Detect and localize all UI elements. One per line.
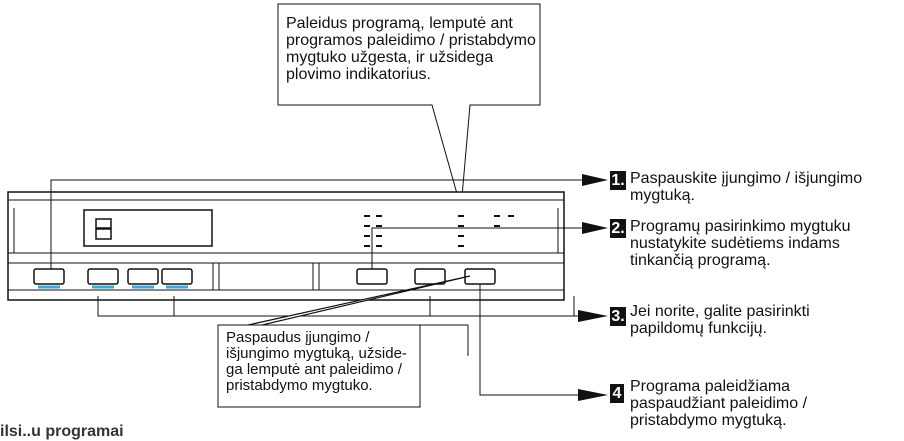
- step-1-line: mygtuką.: [630, 187, 695, 204]
- step-2-line: tinkančią programą.: [630, 252, 771, 269]
- leader-2: [371, 227, 582, 269]
- step-3-line: papildomų funkcijų.: [630, 320, 767, 337]
- top-note-line: plovimo indikatorius.: [286, 66, 431, 83]
- step-2-text: Programų pasirinkimo mygtuku nustatykite…: [630, 218, 851, 269]
- step-1-number: 1.: [610, 171, 626, 190]
- program-button: [356, 268, 388, 285]
- step-3-line: Jei norite, galite pasirinkti: [630, 303, 810, 320]
- leader-3: [97, 296, 578, 317]
- middle-note-line: pristabdymo mygtuko.: [226, 377, 373, 394]
- panel-buttons: [33, 268, 496, 285]
- step-4-line: paspaudžiant paleidimo /: [630, 395, 808, 412]
- top-note-line: mygtuko užgesta, ir užsidega: [286, 49, 494, 66]
- leader-1: [50, 179, 582, 269]
- top-callout-box: [277, 3, 541, 209]
- step-4-number: 4: [610, 384, 624, 403]
- middle-callout-frame: [217, 324, 421, 408]
- middle-note-line: Paspaudus įjungimo /: [226, 329, 370, 346]
- top-note-line: Paleidus programą, lemputė ant: [286, 15, 513, 32]
- middle-note-line: ga lemputė ant paleidimo /: [226, 361, 402, 378]
- step-2-line: nustatykite sudėtiems indams: [630, 235, 840, 252]
- top-note: Paleidus programą, lemputė ant programos…: [286, 15, 536, 83]
- middle-note: Paspaudus įjungimo / išjungimo mygtuką, …: [226, 330, 407, 394]
- leader-4: [479, 284, 578, 396]
- top-note-line: programos paleidimo / pristabdymo: [286, 32, 536, 49]
- option-button-3: [161, 268, 193, 285]
- step-4-line: pristabdymo mygtuką.: [630, 412, 787, 429]
- step-4-line: Programa paleidžiama: [630, 378, 791, 395]
- step-4-text: Programa paleidžiama paspaudžiant paleid…: [630, 378, 807, 429]
- step-3-text: Jei norite, galite pasirinkti papildomų …: [630, 303, 810, 337]
- footer-heading-fragment: ilsi..u programai: [0, 423, 124, 440]
- indicator-leds: [364, 215, 514, 247]
- option-button-1: [87, 268, 119, 285]
- step-3-number: 3.: [610, 307, 626, 326]
- power-button: [33, 268, 65, 285]
- option-button-2: [127, 268, 159, 285]
- step-1-text: Paspauskite įjungimo / išjungimo mygtuką…: [630, 170, 862, 204]
- display-digit-bottom: [95, 228, 112, 240]
- option-button-4: [414, 268, 446, 285]
- step-2-number: 2.: [610, 219, 626, 238]
- step-2-line: Programų pasirinkimo mygtuku: [630, 218, 851, 235]
- display-digit-top: [95, 218, 112, 229]
- middle-note-line: išjungimo mygtuką, užside-: [226, 345, 407, 362]
- step-1-line: Paspauskite įjungimo / išjungimo: [630, 170, 863, 187]
